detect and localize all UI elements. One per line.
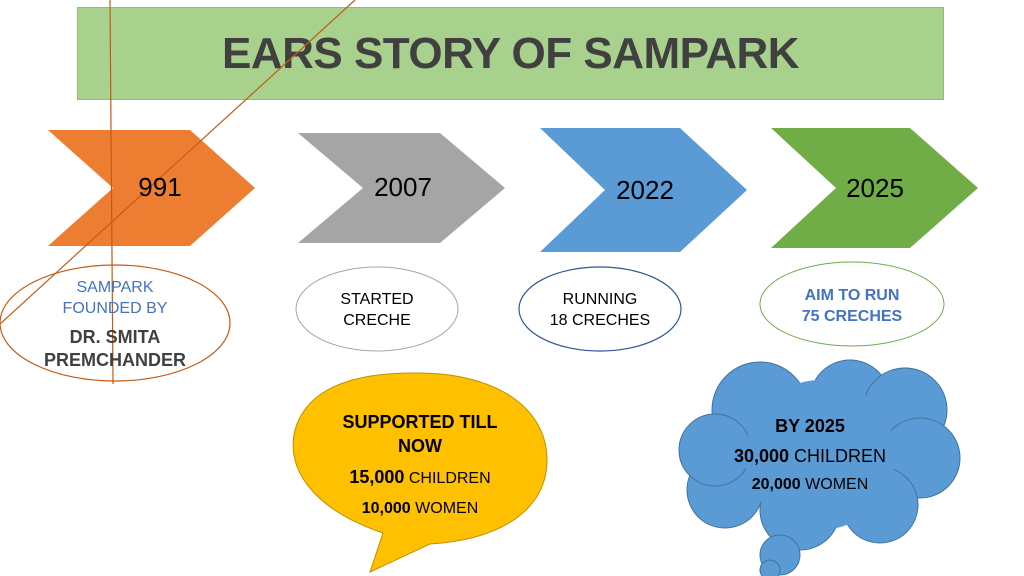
creche-started-line-1: STARTED xyxy=(340,291,414,308)
supported-children: 15,000 CHILDREN xyxy=(310,466,530,490)
cloud-shape xyxy=(678,359,961,576)
year-label-2022: 2022 xyxy=(616,175,674,205)
chevron-2025 xyxy=(771,128,978,248)
founder-line-1: DR. SMITA xyxy=(69,327,161,347)
running-line-1: RUNNING xyxy=(562,291,638,308)
chevron-2022 xyxy=(540,128,747,252)
speech-bubble xyxy=(292,372,548,573)
running-line-2: 18 CRECHES xyxy=(549,312,651,329)
cloud-text: BY 2025 30,000 CHILDREN 20,000 WOMEN xyxy=(710,414,910,496)
supported-heading-2: NOW xyxy=(398,436,442,456)
chevron-1991 xyxy=(48,130,255,246)
year-label-1991: 991 xyxy=(138,172,182,202)
founded-line-1: SAMPARK xyxy=(76,279,154,296)
cloud-children-num: 30,000 xyxy=(733,446,790,466)
supported-women: 10,000 WOMEN xyxy=(310,498,530,520)
title-banner xyxy=(77,7,944,100)
page-title: EARS STORY OF SAMPARK xyxy=(221,28,800,78)
founded-text: SAMPARK FOUNDED BY xyxy=(25,277,205,319)
cloud-children-label: CHILDREN xyxy=(794,446,887,466)
ellipse-2025 xyxy=(759,261,945,347)
founder-name: DR. SMITA PREMCHANDER xyxy=(15,326,215,372)
cloud-women: 20,000 WOMEN xyxy=(710,474,910,496)
supported-children-label: CHILDREN xyxy=(408,470,491,487)
supported-children-num: 15,000 xyxy=(349,467,405,487)
founded-line-2: FOUNDED BY xyxy=(62,300,168,317)
stray-line-2 xyxy=(0,0,356,325)
chevron-2007 xyxy=(298,133,505,243)
supported-women-num: 10,000 xyxy=(361,500,411,517)
year-label-2007: 2007 xyxy=(374,172,432,202)
supported-women-label: WOMEN xyxy=(415,500,479,517)
stray-line-1 xyxy=(109,0,114,385)
cloud-women-num: 20,000 xyxy=(751,476,801,493)
cloud-heading: BY 2025 xyxy=(775,416,845,436)
aim-text: AIM TO RUN 75 CRECHES xyxy=(760,285,944,327)
aim-line-1: AIM TO RUN xyxy=(804,287,900,304)
cloud-women-label: WOMEN xyxy=(805,476,869,493)
speech-bubble-text: SUPPORTED TILL NOW 15,000 CHILDREN 10,00… xyxy=(310,410,530,520)
aim-line-2: 75 CRECHES xyxy=(801,308,903,325)
running-creches-text: RUNNING 18 CRECHES xyxy=(520,289,680,331)
cloud-children: 30,000 CHILDREN xyxy=(710,444,910,468)
year-label-2025: 2025 xyxy=(846,173,904,203)
creche-started-text: STARTED CRECHE xyxy=(297,289,457,331)
ellipse-2007 xyxy=(295,266,459,352)
supported-heading-1: SUPPORTED TILL xyxy=(342,412,498,432)
creche-started-line-2: CRECHE xyxy=(343,312,411,329)
ellipse-1991 xyxy=(0,264,231,382)
ellipse-2022 xyxy=(518,266,682,352)
founder-line-2: PREMCHANDER xyxy=(43,350,186,370)
